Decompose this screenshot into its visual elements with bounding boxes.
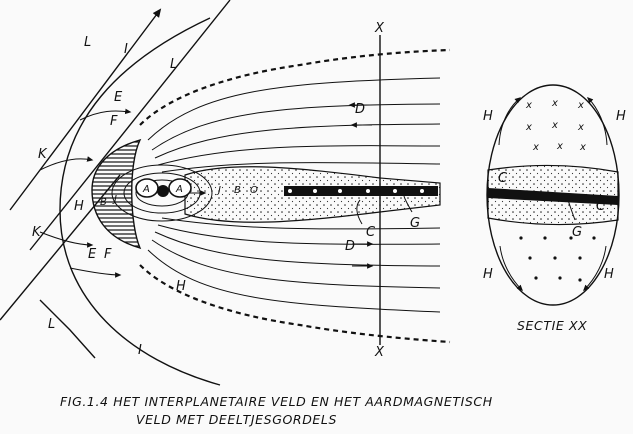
label-E1: E [114, 90, 123, 105]
tail-field-line [157, 145, 441, 166]
caption-line-2: VELD MET DEELTJESGORDELS [136, 412, 337, 427]
label-D1: D [355, 102, 365, 117]
label-O: O [250, 185, 258, 196]
earth [157, 185, 169, 197]
label-F1: F [110, 114, 118, 129]
section-crosses: x x x x x x x x x [525, 98, 587, 153]
tail-field-line [161, 161, 441, 173]
svg-text:x: x [556, 141, 564, 152]
section-xx: x x x x x x x x x H H H H C C G SECTIE X… [483, 84, 626, 333]
section-h-arrow [498, 97, 522, 146]
label-I1: I [124, 42, 128, 57]
section-h-arrow [587, 97, 608, 146]
section-label-C1: C [498, 171, 508, 186]
solar-wind-arrow [69, 267, 122, 278]
label-C1: C [366, 225, 376, 240]
label-H2: H [176, 279, 186, 294]
label-B2: B [234, 185, 241, 196]
leader-c [356, 199, 363, 225]
solar-wind-arrow [39, 156, 94, 171]
belt-a-right [168, 178, 192, 198]
caption-line-1: FIG.1.4 HET INTERPLANETAIRE VELD EN HET … [60, 394, 493, 409]
section-label-G: G [572, 225, 582, 240]
section-oval [486, 84, 620, 306]
label-G1: G [410, 216, 420, 231]
magnetopause-lower [139, 264, 451, 344]
label-K1: K [38, 147, 48, 162]
label-J2: J [216, 185, 221, 196]
svg-text:x: x [579, 142, 587, 153]
solar-wind-arrow [79, 108, 132, 121]
interplanetary-field-line [39, 299, 96, 359]
label-B1: B [100, 197, 107, 208]
section-leader-g [567, 199, 576, 221]
tail-field-line [147, 77, 441, 141]
label-X-top: X [374, 21, 385, 36]
svg-text:x: x [525, 100, 533, 111]
leader-g [403, 195, 413, 213]
tail-field-line [161, 217, 441, 230]
section-label-H4: H [604, 267, 614, 282]
inner-loop [111, 164, 213, 222]
svg-text:x: x [551, 98, 559, 109]
bow-shock [59, 17, 221, 386]
svg-text:x: x [532, 142, 540, 153]
label-L3: L [48, 317, 55, 332]
tail-field-line [154, 123, 441, 159]
section-label-H2: H [616, 109, 626, 124]
svg-text:x: x [525, 122, 533, 133]
svg-text:x: x [577, 122, 585, 133]
tail-field-line [157, 224, 441, 245]
label-A1: A [142, 184, 150, 195]
interplanetary-field-line [9, 8, 162, 211]
magnetopause-upper [139, 48, 451, 126]
svg-text:x: x [551, 120, 559, 131]
svg-text:x: x [577, 100, 585, 111]
label-J1: J [112, 194, 117, 205]
section-label-C2: C [596, 199, 606, 214]
label-E2: E [88, 247, 97, 262]
label-K2: K [32, 225, 42, 240]
label-I2: I [138, 343, 142, 358]
neutral-sheet-bar [284, 186, 438, 196]
label-X-bottom: X [374, 345, 385, 360]
section-h-arrow [583, 245, 607, 291]
tail-field-line [147, 249, 441, 313]
section-h-arrow [499, 245, 523, 291]
section-label-H1: H [483, 109, 493, 124]
label-F2: F [104, 247, 112, 262]
label-D2: D [345, 239, 355, 254]
label-L2: L [170, 57, 177, 72]
tail-field-line [151, 103, 441, 151]
label-H1: H [74, 199, 84, 214]
neutral-sheet-dots [288, 189, 424, 193]
interplanetary-field-line [29, 0, 231, 251]
section-label-H3: H [483, 267, 493, 282]
tail-field-line [151, 239, 441, 289]
label-L1: L [84, 35, 91, 50]
solar-wind-arrow [39, 231, 94, 248]
section-dots [519, 236, 596, 282]
dayside-belt-hatched [91, 138, 142, 250]
label-A2: A [175, 184, 183, 195]
tail-field-line [154, 231, 441, 267]
section-title: SECTIE XX [517, 318, 587, 333]
section-neutral-sheet [488, 188, 618, 205]
